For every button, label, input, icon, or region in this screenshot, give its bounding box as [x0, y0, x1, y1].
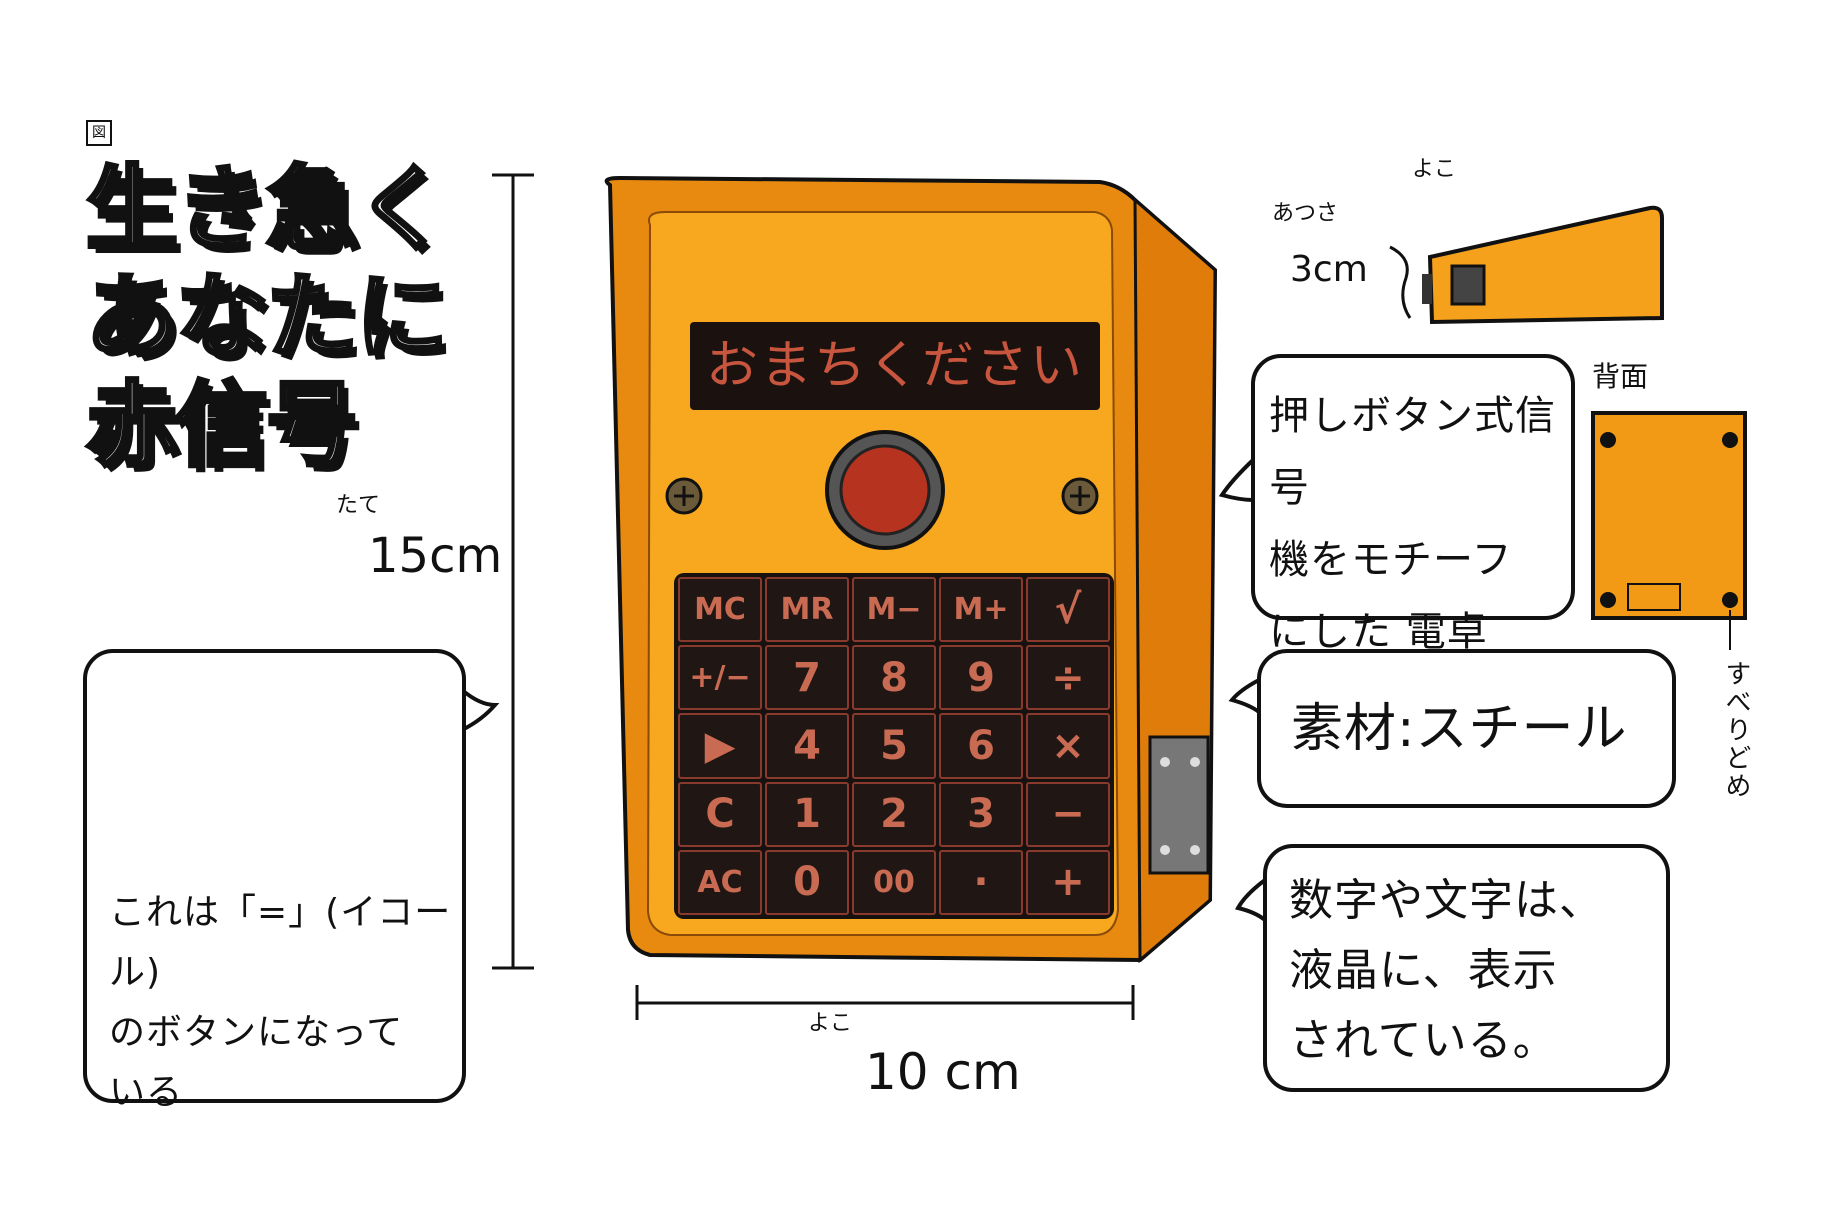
calculator-key[interactable]: 0	[765, 849, 849, 915]
calculator-key[interactable]: ÷	[1026, 645, 1110, 711]
width-value: 10 cm	[865, 1043, 1021, 1101]
depth-value: 3cm	[1290, 249, 1368, 290]
height-label: たて	[336, 493, 381, 518]
calculator-key[interactable]: MR	[765, 577, 849, 643]
calculator-key[interactable]: +/−	[678, 645, 762, 711]
height-dimension-line	[492, 173, 534, 970]
bubble-tail-left	[460, 688, 500, 732]
equals-note-line: いる	[109, 1072, 184, 1113]
motif-note-line: にした 電卓	[1269, 609, 1488, 655]
material-note: 素材:スチール	[1291, 699, 1628, 759]
material-note-bubble: 素材:スチール	[1257, 649, 1676, 808]
calculator-key[interactable]: 1	[765, 781, 849, 847]
depth-label: あつさ	[1272, 201, 1339, 226]
width-dimension-line	[635, 985, 1135, 1020]
lcd-display: おまちください	[690, 322, 1100, 410]
side-view-drawing	[1389, 205, 1664, 325]
calculator-key[interactable]: +	[1026, 849, 1110, 915]
motif-note-line: 機をモチーフ	[1269, 537, 1513, 583]
calculator-key[interactable]: 7	[765, 645, 849, 711]
calculator-key[interactable]: 5	[852, 713, 936, 779]
equals-note-line: これは「=」(イコール)	[109, 892, 452, 993]
lcd-note-line: 数字や文字は、	[1289, 875, 1604, 926]
calculator-key[interactable]: 9	[939, 645, 1023, 711]
calculator-key[interactable]: ▶	[678, 713, 762, 779]
bubble-tail-material	[1228, 678, 1261, 714]
calculator-key[interactable]: √	[1026, 577, 1110, 643]
equals-red-button	[825, 430, 945, 550]
title: 生き急く あなたに 赤信号	[84, 154, 450, 481]
lcd-note-line: 液晶に、表示	[1289, 945, 1558, 996]
calculator-key[interactable]: M−	[852, 577, 936, 643]
calculator-key[interactable]: 2	[852, 781, 936, 847]
calculator-key[interactable]: AC	[678, 849, 762, 915]
calculator-key[interactable]: ×	[1026, 713, 1110, 779]
bubble-tail-motif	[1218, 458, 1255, 502]
screw-icons	[665, 477, 1099, 515]
title-line-2: あなたに	[84, 262, 450, 373]
calculator-key[interactable]: 8	[852, 645, 936, 711]
motif-note-bubble: 押しボタン式信号 機をモチーフ にした 電卓	[1251, 354, 1575, 655]
lcd-note-bubble: 数字や文字は、 液晶に、表示 されている。	[1263, 844, 1670, 1092]
equals-note-line: のボタンになって	[109, 1012, 404, 1053]
equals-note-bubble: これは「=」(イコール) のボタンになって いる	[83, 649, 466, 1113]
calculator-key[interactable]: M+	[939, 577, 1023, 643]
title-line-1: 生き急く	[84, 154, 450, 265]
calculator-key[interactable]: 4	[765, 713, 849, 779]
non-slip-label: すべりどめ	[1721, 660, 1751, 800]
width-label: よこ	[808, 1011, 853, 1036]
calculator-key[interactable]: 00	[852, 849, 936, 915]
calculator-key[interactable]: MC	[678, 577, 762, 643]
back-view-drawing	[1591, 411, 1747, 650]
calculator-key[interactable]: −	[1026, 781, 1110, 847]
calculator-key[interactable]: 6	[939, 713, 1023, 779]
motif-note-line: 押しボタン式信号	[1269, 393, 1556, 511]
bubble-tail-lcd	[1235, 878, 1267, 922]
lcd-note-line: されている。	[1289, 1015, 1558, 1066]
height-value: 15cm	[368, 528, 503, 584]
calculator-key[interactable]: 3	[939, 781, 1023, 847]
title-line-3: 赤信号	[84, 370, 360, 481]
back-view-label: 背面	[1592, 360, 1649, 393]
calculator-key[interactable]: ·	[939, 849, 1023, 915]
calculator-key[interactable]: C	[678, 781, 762, 847]
figure-mark: 図	[86, 120, 112, 146]
side-view-label: よこ	[1412, 157, 1457, 182]
